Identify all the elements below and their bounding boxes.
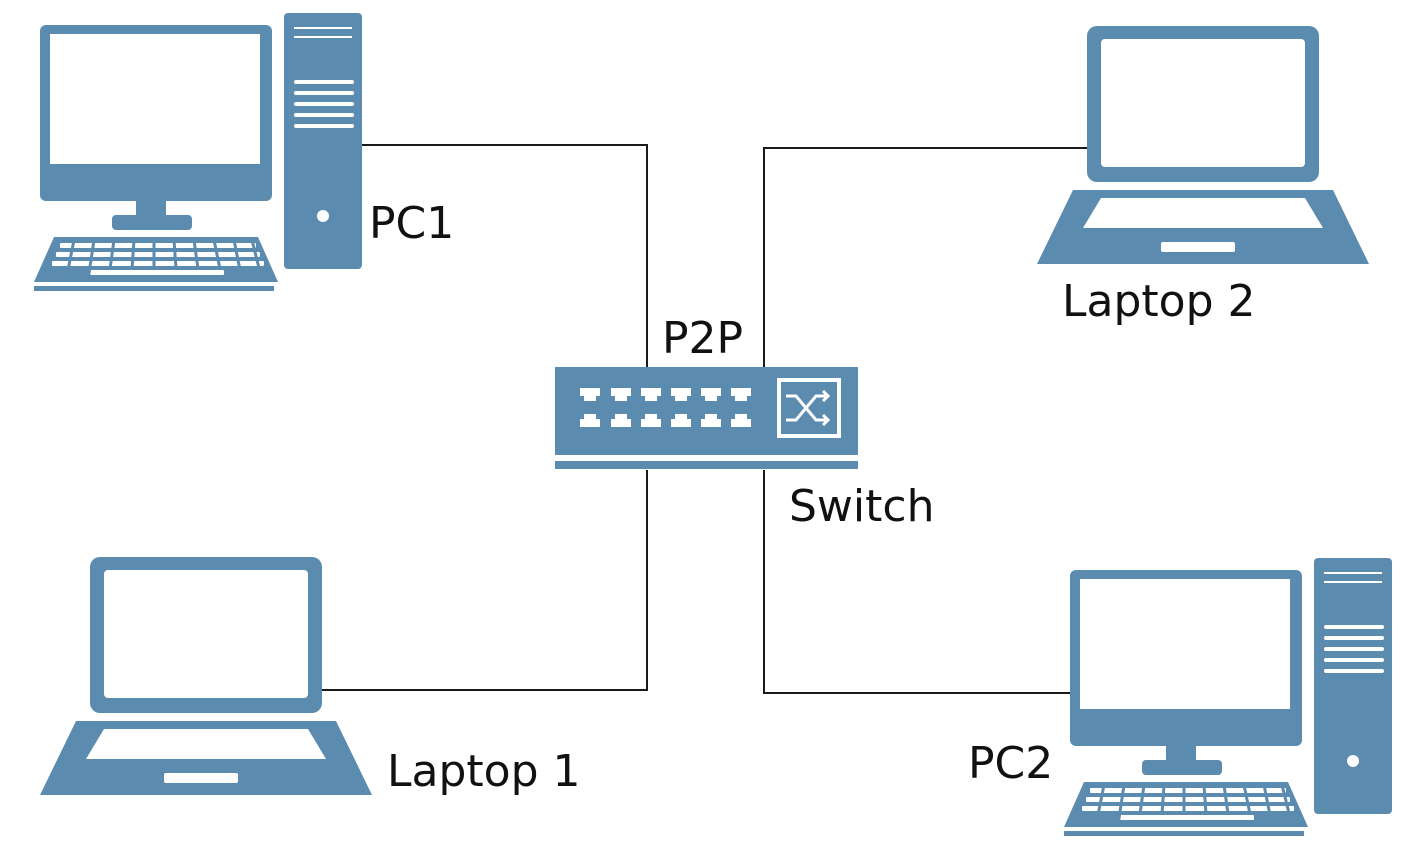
connection-lines xyxy=(322,144,1088,694)
label-pc1: PC1 xyxy=(369,198,454,249)
laptop-icon xyxy=(1037,26,1369,264)
wire-pc2-switch xyxy=(763,470,1070,694)
desktop-computer-icon xyxy=(1062,556,1394,838)
label-laptop2: Laptop 2 xyxy=(1062,276,1256,327)
laptop-icon xyxy=(40,557,372,795)
label-laptop1: Laptop 1 xyxy=(387,746,581,797)
switch-ports xyxy=(580,388,751,427)
desktop-computer-icon xyxy=(32,11,364,293)
wire-laptop2-switch xyxy=(763,147,1088,367)
label-pc2: PC2 xyxy=(968,738,1053,789)
switch-crossover-icon xyxy=(777,378,841,438)
wire-pc1-switch xyxy=(357,144,648,367)
label-switch: Switch xyxy=(789,481,934,532)
label-p2p: P2P xyxy=(662,313,743,364)
wire-laptop1-switch xyxy=(322,470,648,691)
network-switch-icon xyxy=(555,367,858,469)
